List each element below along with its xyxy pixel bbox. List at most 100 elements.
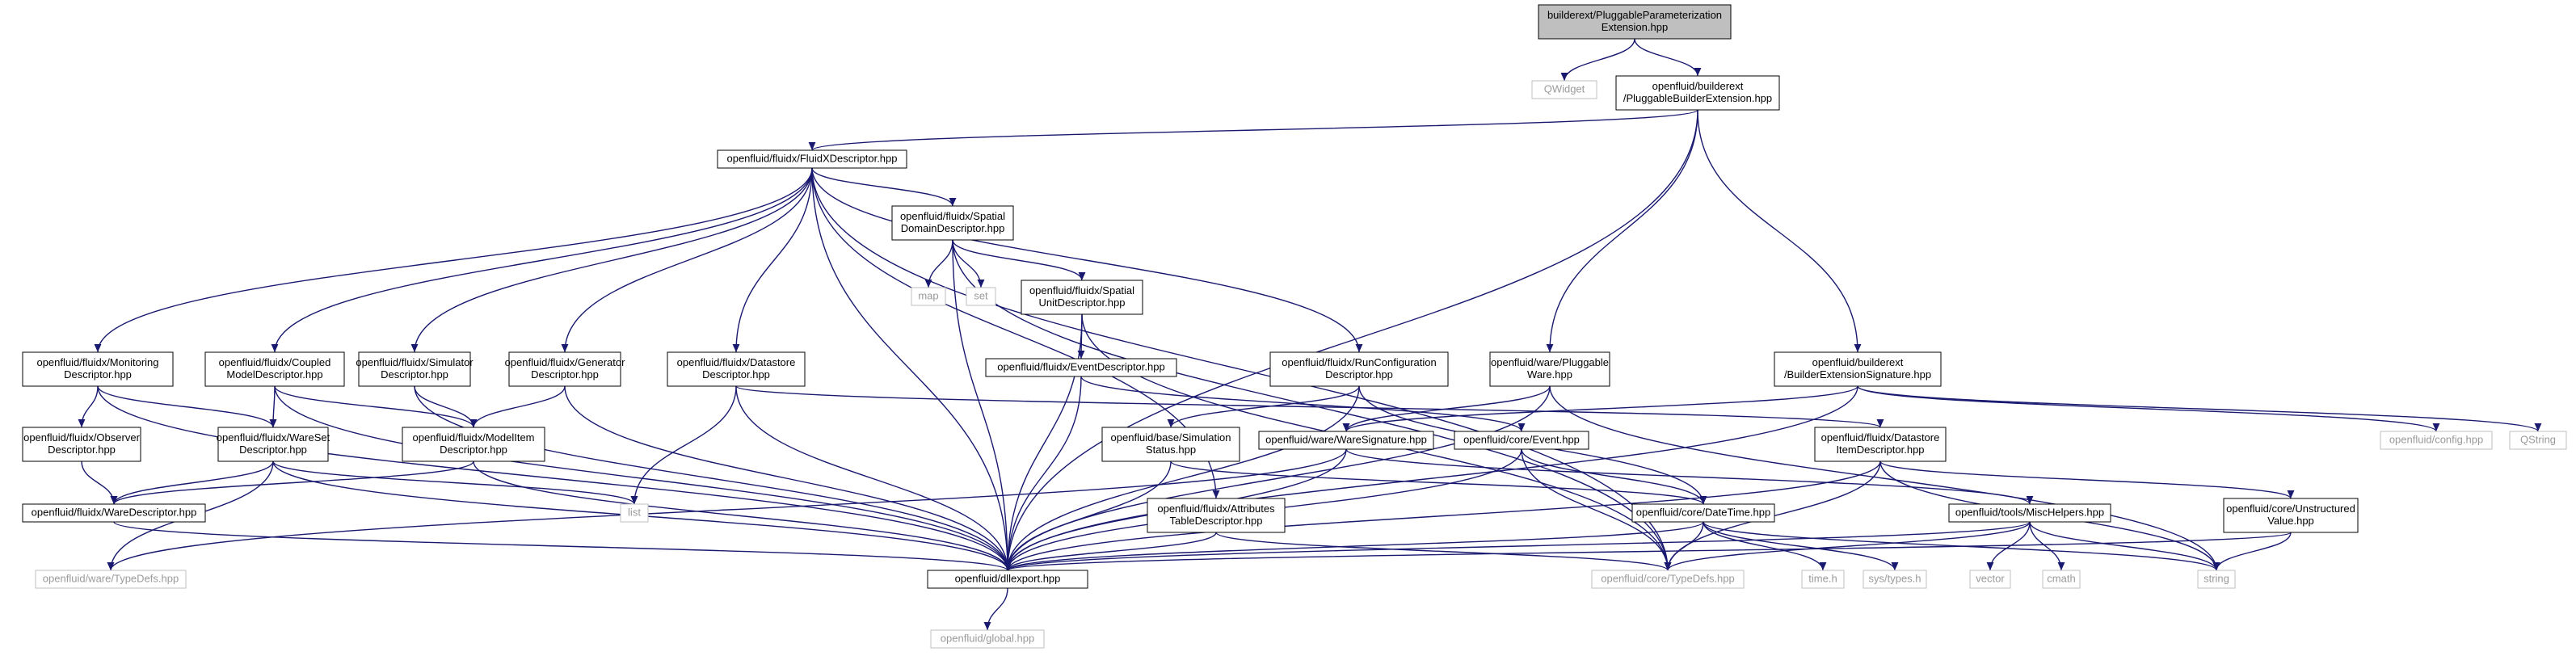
node-wtd: openfluid/ware/TypeDefs.hpp	[35, 570, 187, 589]
edge-bes-to-wsig	[1342, 385, 1858, 432]
edge-uv-to-string	[2212, 532, 2292, 571]
node-box-mh	[1948, 503, 2111, 523]
node-rcd[interactable]: openfluid/fluidx/RunConfigurationDescrip…	[1269, 351, 1449, 387]
edge-wsd-to-list	[272, 460, 638, 505]
edge-sss-to-dt	[1170, 460, 1707, 505]
node-cmath: cmath	[2042, 570, 2081, 589]
node-label-fxd: openfluid/fluidx/FluidXDescriptor.hpp	[726, 153, 897, 165]
edge-sdd-to-dllexport	[952, 239, 1012, 571]
node-sdd[interactable]: openfluid/fluidx/SpatialDomainDescriptor…	[891, 205, 1014, 241]
node-wd[interactable]: openfluid/fluidx/WareDescriptor.hpp	[22, 503, 206, 523]
node-label-root: builderext/PluggableParameterization	[1547, 9, 1722, 21]
node-label-vector: vector	[1976, 573, 2005, 585]
edge-dsd-to-dllexport	[735, 385, 1012, 571]
node-label-dt: openfluid/core/DateTime.hpp	[1636, 507, 1770, 519]
node-label-map: map	[918, 290, 938, 302]
edge-bes-to-qstring	[1857, 385, 2542, 432]
edge-atd-to-dllexport	[1004, 532, 1217, 571]
edge-sdd-to-map	[924, 239, 953, 288]
node-box-list	[620, 503, 649, 523]
node-box-sdd	[891, 205, 1014, 241]
edge-mid-to-dllexport	[473, 460, 1012, 571]
node-box-dt	[1631, 503, 1775, 523]
node-mond[interactable]: openfluid/fluidx/MonitoringDescriptor.hp…	[22, 351, 174, 387]
node-box-timeh	[1801, 570, 1845, 589]
node-label-sss: Status.hpp	[1146, 444, 1196, 456]
edge-atd-to-ctd	[1215, 532, 1672, 571]
edge-fxd-to-mond	[94, 167, 813, 353]
node-cmd[interactable]: openfluid/fluidx/CoupledModelDescriptor.…	[204, 351, 345, 387]
node-label-root: Extension.hpp	[1602, 21, 1668, 33]
node-dsid[interactable]: openfluid/fluidx/DatastoreItemDescriptor…	[1814, 427, 1947, 462]
node-label-dllexport: openfluid/dllexport.hpp	[955, 573, 1061, 585]
node-box-rcd	[1269, 351, 1449, 387]
node-evd[interactable]: openfluid/fluidx/EventDescriptor.hpp	[985, 358, 1177, 377]
node-label-dsid: openfluid/fluidx/Datastore	[1821, 431, 1940, 444]
edge-sdd-to-sud	[952, 239, 1086, 281]
edge-pw-to-wsig	[1342, 385, 1551, 432]
node-wsig[interactable]: openfluid/ware/WareSignature.hpp	[1258, 431, 1434, 450]
edge-sdd-to-set	[952, 239, 985, 288]
node-label-wd: openfluid/fluidx/WareDescriptor.hpp	[32, 507, 197, 519]
node-label-rcd: openfluid/fluidx/RunConfiguration	[1282, 356, 1437, 368]
node-box-sss	[1101, 427, 1240, 462]
edge-fxd-to-dsd	[732, 167, 813, 353]
node-fxd[interactable]: openfluid/fluidx/FluidXDescriptor.hpp	[717, 149, 907, 169]
node-label-uv: Value.hpp	[2267, 515, 2314, 527]
node-label-pw: openfluid/ware/Pluggable	[1491, 356, 1609, 368]
node-label-bes: openfluid/builderext	[1812, 356, 1904, 368]
node-box-ctd	[1591, 570, 1745, 589]
node-box-mond	[22, 351, 174, 387]
node-cevent[interactable]: openfluid/core/Event.hpp	[1454, 431, 1589, 450]
node-label-evd: openfluid/fluidx/EventDescriptor.hpp	[997, 361, 1164, 373]
edge-root-to-qwidget	[1560, 38, 1635, 82]
node-label-sud: UnitDescriptor.hpp	[1039, 296, 1126, 309]
node-label-obsd: Descriptor.hpp	[48, 444, 116, 456]
node-dllexport[interactable]: openfluid/dllexport.hpp	[927, 570, 1088, 589]
node-box-wd	[22, 503, 206, 523]
node-box-config	[2380, 431, 2493, 450]
edge-mh-to-dllexport	[1004, 521, 2031, 571]
edge-cevent-to-dt	[1521, 448, 1707, 505]
node-box-bes	[1774, 351, 1942, 387]
node-atd[interactable]: openfluid/fluidx/AttributesTableDescript…	[1147, 498, 1286, 533]
edge-pbe-to-dllexport	[1004, 109, 1698, 571]
node-label-bes: /BuilderExtensionSignature.hpp	[1784, 368, 1931, 381]
node-pbe[interactable]: openfluid/builderext/PluggableBuilderExt…	[1615, 75, 1780, 111]
edge-dllexport-to-global	[983, 587, 1008, 631]
node-timeh: time.h	[1801, 570, 1845, 589]
edge-wd-to-dllexport	[113, 521, 1012, 571]
node-label-pbe: openfluid/builderext	[1652, 80, 1744, 92]
edge-dsd-to-dsid	[735, 385, 1884, 428]
node-box-cmath	[2042, 570, 2081, 589]
node-label-set: set	[974, 290, 988, 302]
node-bes[interactable]: openfluid/builderext/BuilderExtensionSig…	[1774, 351, 1942, 387]
nodes-layer: builderext/PluggableParameterizationExte…	[22, 4, 2567, 649]
node-config: openfluid/config.hpp	[2380, 431, 2493, 450]
node-label-atd: openfluid/fluidx/Attributes	[1157, 503, 1275, 515]
node-map: map	[911, 287, 946, 306]
edge-evd-to-dllexport	[1004, 376, 1082, 571]
node-sud[interactable]: openfluid/fluidx/SpatialUnitDescriptor.h…	[1021, 280, 1143, 315]
node-dt[interactable]: openfluid/core/DateTime.hpp	[1631, 503, 1775, 523]
node-box-atd	[1147, 498, 1286, 533]
edge-pbe-to-pw	[1546, 109, 1698, 353]
node-box-dllexport	[927, 570, 1088, 589]
edge-dt-to-systypes	[1703, 521, 1899, 571]
node-label-pbe: /PluggableBuilderExtension.hpp	[1623, 92, 1772, 104]
node-label-atd: TableDescriptor.hpp	[1170, 515, 1263, 527]
edge-pbe-to-bes	[1697, 109, 1862, 353]
node-box-global	[930, 629, 1045, 649]
node-mh[interactable]: openfluid/tools/MiscHelpers.hpp	[1948, 503, 2111, 523]
node-label-config: openfluid/config.hpp	[2389, 434, 2483, 446]
